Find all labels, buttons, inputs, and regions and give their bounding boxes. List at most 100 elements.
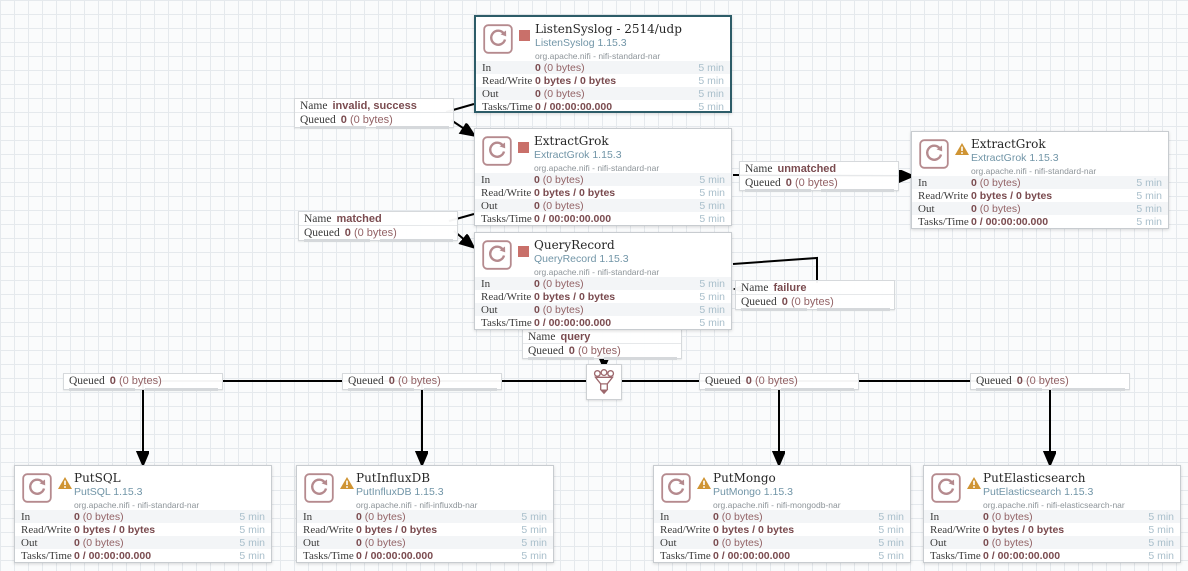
stat-value: 0 bytes / 0 bytes: [74, 523, 156, 536]
stat-label: Read/Write: [21, 523, 72, 536]
stat-label: In: [21, 510, 31, 523]
processor-name: PutInfluxDB: [356, 471, 431, 485]
processor-bundle: org.apache.nifi - nifi-mongodb-nar: [713, 500, 841, 510]
processor-extractgrok2[interactable]: ExtractGrok ExtractGrok 1.15.3 org.apach…: [911, 131, 1169, 229]
processor-putinfluxdb[interactable]: PutInfluxDB PutInfluxDB 1.15.3 org.apach…: [296, 465, 554, 563]
connection-failure[interactable]: [732, 256, 818, 283]
funnel-icon: [593, 369, 615, 395]
stat-value: 0 / 00:00:00.000: [535, 100, 613, 113]
processor-titles: ListenSyslog - 2514/udp ListenSyslog 1.1…: [535, 22, 682, 61]
queued-key: Queued: [741, 296, 777, 308]
stat-label: Out: [481, 199, 498, 212]
queued-key: Queued: [745, 177, 781, 189]
queue-count-bar: [745, 189, 811, 192]
processor-icon: [304, 473, 334, 503]
stat-value: 0 (0 bytes): [983, 536, 1033, 549]
queued-value: 0 (0 bytes): [109, 375, 162, 387]
processor-putmongo[interactable]: PutMongo PutMongo 1.15.3 org.apache.nifi…: [653, 465, 911, 563]
processor-bundle: org.apache.nifi - nifi-standard-nar: [74, 500, 200, 510]
processor-name: PutMongo: [713, 471, 776, 485]
stopped-icon: [518, 142, 529, 153]
stat-label: In: [481, 173, 491, 186]
connection-label-queued-3[interactable]: Queued 0 (0 bytes): [699, 373, 859, 391]
stat-label: Tasks/Time: [21, 549, 72, 562]
queue-indicator-bars: [523, 357, 681, 360]
processor-type-version: PutElasticsearch 1.15.3: [983, 486, 1094, 498]
connection-label-queued-2[interactable]: Queued 0 (0 bytes): [342, 373, 502, 391]
stat-label: Tasks/Time: [481, 316, 532, 329]
stat-time-window: 5 min: [521, 549, 547, 562]
processor-titles: ExtractGrok ExtractGrok 1.15.3 org.apach…: [534, 134, 659, 173]
stat-value: 0 bytes / 0 bytes: [534, 290, 616, 303]
processor-header: ExtractGrok ExtractGrok 1.15.3 org.apach…: [912, 132, 1168, 176]
connection-label-invalid-success[interactable]: Name invalid, success Queued 0 (0 bytes): [294, 98, 454, 129]
stat-value: 0 bytes / 0 bytes: [713, 523, 795, 536]
warning-icon: [340, 477, 354, 489]
processor-icon: [482, 136, 512, 166]
connection-label-failure[interactable]: Name failure Queued 0 (0 bytes): [735, 280, 895, 311]
processor-putsql[interactable]: PutSQL PutSQL 1.15.3 org.apache.nifi - n…: [14, 465, 272, 563]
processor-listensyslog[interactable]: ListenSyslog - 2514/udp ListenSyslog 1.1…: [474, 15, 732, 113]
connection-label-queued-1[interactable]: Queued 0 (0 bytes): [63, 373, 223, 391]
funnel[interactable]: [586, 364, 622, 400]
connection-label-queued-4[interactable]: Queued 0 (0 bytes): [970, 373, 1130, 391]
stat-time-window: 5 min: [878, 510, 904, 523]
warning-icon: [697, 477, 711, 489]
queued-value: 0 (0 bytes): [344, 227, 397, 239]
name-key: Name: [528, 330, 556, 343]
processor-putelasticsearch[interactable]: PutElasticsearch PutElasticsearch 1.15.3…: [923, 465, 1181, 563]
connection-label-query[interactable]: Name query Queued 0 (0 bytes): [522, 329, 682, 360]
stat-value: 0 (0 bytes): [713, 536, 763, 549]
stopped-icon: [519, 30, 530, 41]
processor-bundle: org.apache.nifi - nifi-standard-nar: [534, 163, 660, 173]
processor-type-version: ExtractGrok 1.15.3: [534, 149, 622, 161]
queue-indicator-bars: [299, 239, 457, 242]
stat-label: Out: [660, 536, 677, 549]
queue-size-bar: [817, 308, 890, 311]
connection-name: query: [560, 330, 591, 343]
processor-titles: PutMongo PutMongo 1.15.3 org.apache.nifi…: [713, 471, 841, 510]
name-key: Name: [741, 281, 769, 294]
queue-indicator-bars: [343, 388, 501, 391]
processor-icon: [483, 24, 513, 54]
stat-time-window: 5 min: [698, 74, 724, 87]
processor-queryrecord[interactable]: QueryRecord QueryRecord 1.15.3 org.apach…: [474, 232, 732, 330]
stat-label: Out: [303, 536, 320, 549]
queue-count-bar: [69, 388, 135, 391]
connection-label-unmatched[interactable]: Name unmatched Queued 0 (0 bytes): [739, 161, 899, 192]
queue-count-bar: [741, 308, 807, 311]
queue-count-bar: [348, 388, 414, 391]
stat-time-window: 5 min: [698, 61, 724, 74]
stat-value: 0 bytes / 0 bytes: [535, 74, 617, 87]
processor-bundle: org.apache.nifi - nifi-standard-nar: [534, 267, 660, 277]
connection-queued-row: Queued 0 (0 bytes): [736, 295, 894, 309]
connection-name-row: Name failure: [736, 281, 894, 295]
processor-type-version: PutSQL 1.15.3: [74, 486, 143, 498]
stat-time-window: 5 min: [1136, 176, 1162, 189]
processor-type-version: ExtractGrok 1.15.3: [971, 152, 1059, 164]
stat-value: 0 (0 bytes): [983, 510, 1033, 523]
connection-queued-row: Queued 0 (0 bytes): [299, 226, 457, 240]
stat-label: Read/Write: [481, 290, 532, 303]
stat-value: 0 bytes / 0 bytes: [534, 186, 616, 199]
connection-label-matched[interactable]: Name matched Queued 0 (0 bytes): [298, 211, 458, 242]
stat-label: Out: [481, 303, 498, 316]
stat-label: Read/Write: [303, 523, 354, 536]
processor-header: ExtractGrok ExtractGrok 1.15.3 org.apach…: [475, 129, 731, 173]
connection-name: failure: [773, 281, 807, 294]
stat-label: In: [660, 510, 670, 523]
processor-extractgrok1[interactable]: ExtractGrok ExtractGrok 1.15.3 org.apach…: [474, 128, 732, 226]
